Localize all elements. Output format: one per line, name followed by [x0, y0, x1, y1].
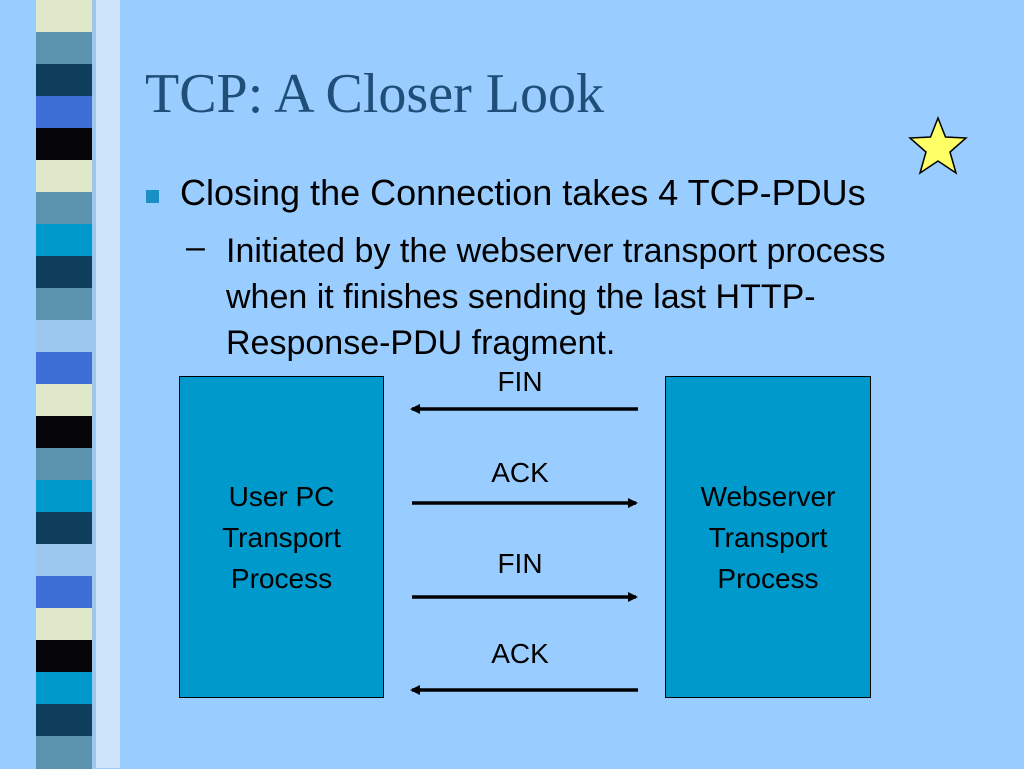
- message-label-ack-2: ACK: [491, 638, 549, 669]
- stripe-segment: [36, 608, 92, 641]
- decorative-stripe-bar: [0, 0, 120, 769]
- stripe-segment: [36, 128, 92, 161]
- stripe-segment: [36, 672, 92, 705]
- webserver-transport-box: Webserver Transport Process: [665, 376, 871, 698]
- stripe-segment: [36, 704, 92, 737]
- stripe-segment: [36, 352, 92, 385]
- stripe-segment: [36, 448, 92, 481]
- star-icon: [908, 116, 968, 175]
- sub-bullet-dash: –: [186, 228, 205, 266]
- stripe-segment: [36, 480, 92, 513]
- stripe-segment: [36, 576, 92, 609]
- stripe-segment: [36, 96, 92, 129]
- stripe-segment: [36, 64, 92, 97]
- stripe-segment: [36, 192, 92, 225]
- bullet-text: Closing the Connection takes 4 TCP-PDUs: [180, 172, 866, 213]
- stripe-segment: [36, 416, 92, 449]
- slide-title: TCP: A Closer Look: [145, 63, 604, 125]
- message-label-ack-1: ACK: [491, 457, 549, 488]
- user-pc-transport-box: User PC Transport Process: [179, 376, 384, 698]
- stripe-segment: [36, 736, 92, 769]
- stripe-segment: [36, 288, 92, 321]
- user-pc-transport-label: User PC Transport Process: [222, 480, 341, 594]
- webserver-transport-label: Webserver Transport Process: [700, 480, 836, 594]
- message-label-fin-2: FIN: [497, 548, 543, 579]
- stripe-segment: [36, 0, 92, 33]
- stripe-segment: [36, 224, 92, 257]
- stripe-segment: [36, 160, 92, 193]
- message-label-fin-1: FIN: [497, 366, 543, 397]
- stripe-segment: [36, 640, 92, 673]
- sub-bullet-text: Initiated by the webserver transport pro…: [226, 232, 886, 362]
- stripe-segment: [36, 512, 92, 545]
- stripe-segment: [36, 256, 92, 289]
- stripe-segment: [36, 544, 92, 577]
- bullet-marker: [146, 190, 159, 203]
- stripe-segment: [36, 384, 92, 417]
- stripe-segment: [36, 32, 92, 65]
- stripe-segment: [36, 320, 92, 353]
